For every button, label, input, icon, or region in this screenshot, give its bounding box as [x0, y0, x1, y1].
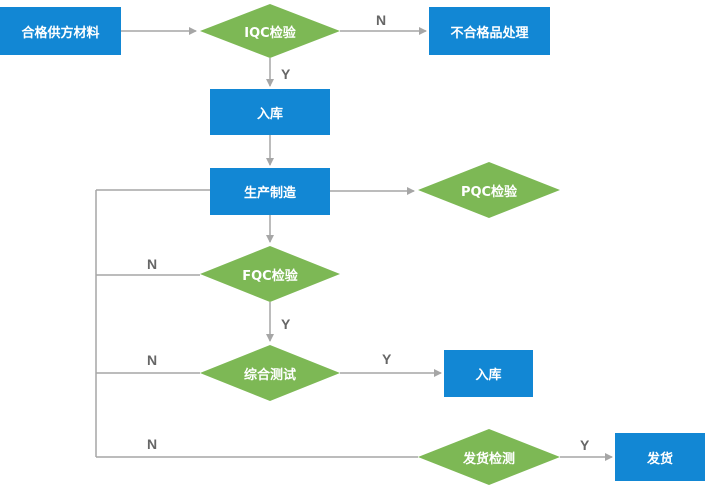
- node-pqc: PQC检验: [460, 184, 518, 200]
- ship-check-diamond: [418, 429, 560, 485]
- label-fqc-n: N: [147, 256, 158, 272]
- test-diamond: [200, 345, 340, 401]
- node-store-2: 入库: [444, 350, 533, 397]
- label-test-n: N: [147, 352, 158, 368]
- node-supplier: 合格供方材料: [0, 7, 121, 55]
- node-test: 综合测试: [243, 367, 296, 383]
- fqc-diamond: [200, 246, 340, 302]
- node-ship: 发货: [615, 433, 705, 481]
- label-ship-y: Y: [580, 437, 590, 453]
- iqc-diamond: [200, 4, 340, 58]
- label-test-y: Y: [382, 351, 392, 367]
- label-ship-n: N: [147, 436, 158, 452]
- node-store-1: 入库: [210, 89, 330, 135]
- node-production: 生产制造: [210, 168, 330, 215]
- label-iqc-y: Y: [281, 66, 291, 82]
- label-iqc-n: N: [376, 12, 387, 28]
- pqc-diamond: [418, 162, 560, 218]
- label-fqc-y: Y: [281, 316, 291, 332]
- node-fqc: FQC检验: [242, 268, 298, 284]
- node-ship-check: 发货检测: [462, 451, 515, 467]
- node-reject: 不合格品处理: [429, 7, 550, 55]
- node-iqc: IQC检验: [244, 25, 296, 41]
